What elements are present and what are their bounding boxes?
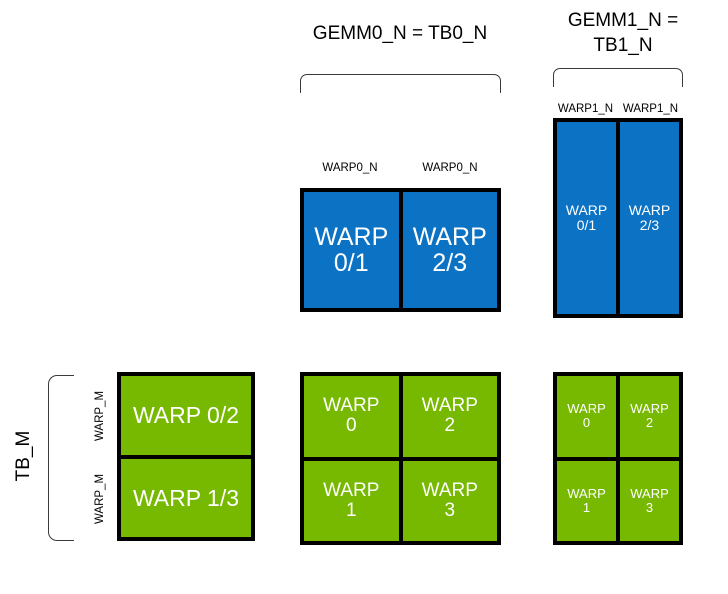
gemm0-warp0n-label-right: WARP0_N bbox=[422, 162, 478, 174]
gemm0-title: GEMM0_N = TB0_N bbox=[312, 23, 488, 44]
gemm1-blue-cell-1[interactable]: WARP 2/3 bbox=[620, 122, 679, 314]
middle-green-cell-2[interactable]: WARP 1 bbox=[304, 460, 399, 541]
gemm0-blue-block: WARP 0/1 WARP 2/3 bbox=[300, 188, 501, 312]
warp-m-label-top: WARP_M bbox=[94, 390, 106, 442]
gemm1-warp1n-label-left: WARP1_N bbox=[557, 103, 614, 115]
middle-green-block: WARP 0 WARP 2 WARP 1 WARP 3 bbox=[300, 372, 501, 545]
gemm1-title: GEMM1_N = TB1_N bbox=[567, 10, 679, 56]
left-green-cell-1[interactable]: WARP 1/3 bbox=[121, 458, 251, 537]
left-green-block: WARP 0/2 WARP 1/3 bbox=[117, 372, 255, 541]
right-green-cell-1[interactable]: WARP 2 bbox=[620, 376, 679, 457]
gemm0-warp0n-label-left: WARP0_N bbox=[322, 162, 378, 174]
gemm1-warp1n-label-right: WARP1_N bbox=[622, 103, 679, 115]
gemm0-blue-cell-0[interactable]: WARP 0/1 bbox=[304, 192, 399, 308]
left-green-cell-0[interactable]: WARP 0/2 bbox=[121, 376, 251, 455]
right-green-block: WARP 0 WARP 2 WARP 1 WARP 3 bbox=[553, 372, 683, 545]
tb-m-bracket bbox=[48, 375, 74, 541]
warp-m-label-bottom: WARP_M bbox=[94, 473, 106, 525]
gemm0-blue-cell-1[interactable]: WARP 2/3 bbox=[402, 192, 497, 308]
gemm1-bracket bbox=[553, 68, 683, 87]
gemm1-blue-cell-0[interactable]: WARP 0/1 bbox=[557, 122, 616, 314]
right-green-cell-2[interactable]: WARP 1 bbox=[557, 460, 616, 541]
tb-m-label: TB_M bbox=[13, 430, 34, 482]
gemm1-blue-block: WARP 0/1 WARP 2/3 bbox=[553, 118, 683, 318]
middle-green-cell-1[interactable]: WARP 2 bbox=[402, 376, 497, 457]
right-green-cell-3[interactable]: WARP 3 bbox=[620, 460, 679, 541]
middle-green-cell-3[interactable]: WARP 3 bbox=[402, 460, 497, 541]
middle-green-cell-0[interactable]: WARP 0 bbox=[304, 376, 399, 457]
right-green-cell-0[interactable]: WARP 0 bbox=[557, 376, 616, 457]
gemm0-bracket bbox=[300, 74, 501, 93]
